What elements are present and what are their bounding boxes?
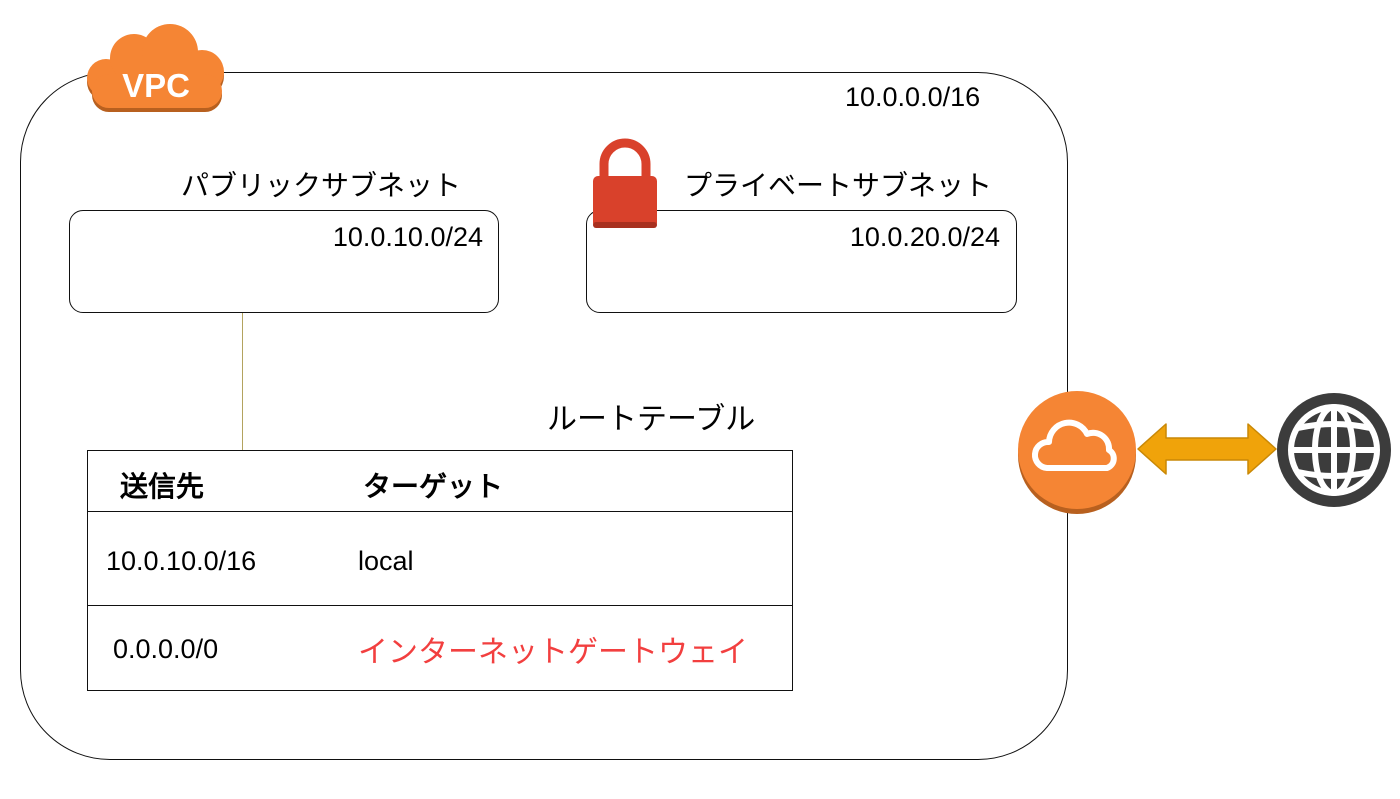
double-arrow-icon — [1137, 423, 1277, 475]
internet-gateway-icon — [1018, 391, 1136, 514]
vpc-cloud-icon: VPC — [87, 24, 224, 112]
route-row-2-destination: 0.0.0.0/0 — [113, 634, 219, 664]
private-subnet-title: プライベートサブネット — [684, 169, 993, 202]
route-row-2-target: インターネットゲートウェイ — [358, 635, 748, 670]
public-subnet-box — [69, 210, 499, 313]
private-subnet-cidr: 10.0.20.0/24 — [849, 222, 1000, 252]
globe-icon — [1277, 393, 1391, 507]
private-subnet-box — [586, 210, 1017, 313]
route-table-title: ルートテーブル — [547, 402, 756, 437]
public-subnet-cidr: 10.0.10.0/24 — [332, 222, 483, 252]
public-subnet-title: パブリックサブネット — [181, 169, 462, 202]
route-table-divider — [88, 605, 792, 606]
route-table-divider — [88, 511, 792, 512]
vpc-cidr: 10.0.0.0/16 — [845, 82, 981, 112]
route-table-header-target: ターゲット — [363, 470, 504, 503]
vpc-badge-label: VPC — [122, 67, 190, 104]
lock-icon — [593, 138, 657, 228]
route-row-1-target: local — [358, 546, 414, 576]
route-row-1-destination: 10.0.10.0/16 — [106, 546, 257, 576]
route-table: 送信先 ターゲット 10.0.10.0/16 local 0.0.0.0/0 イ… — [87, 450, 793, 691]
subnet-route-connector — [242, 313, 243, 450]
route-table-header-destination: 送信先 — [120, 470, 205, 503]
